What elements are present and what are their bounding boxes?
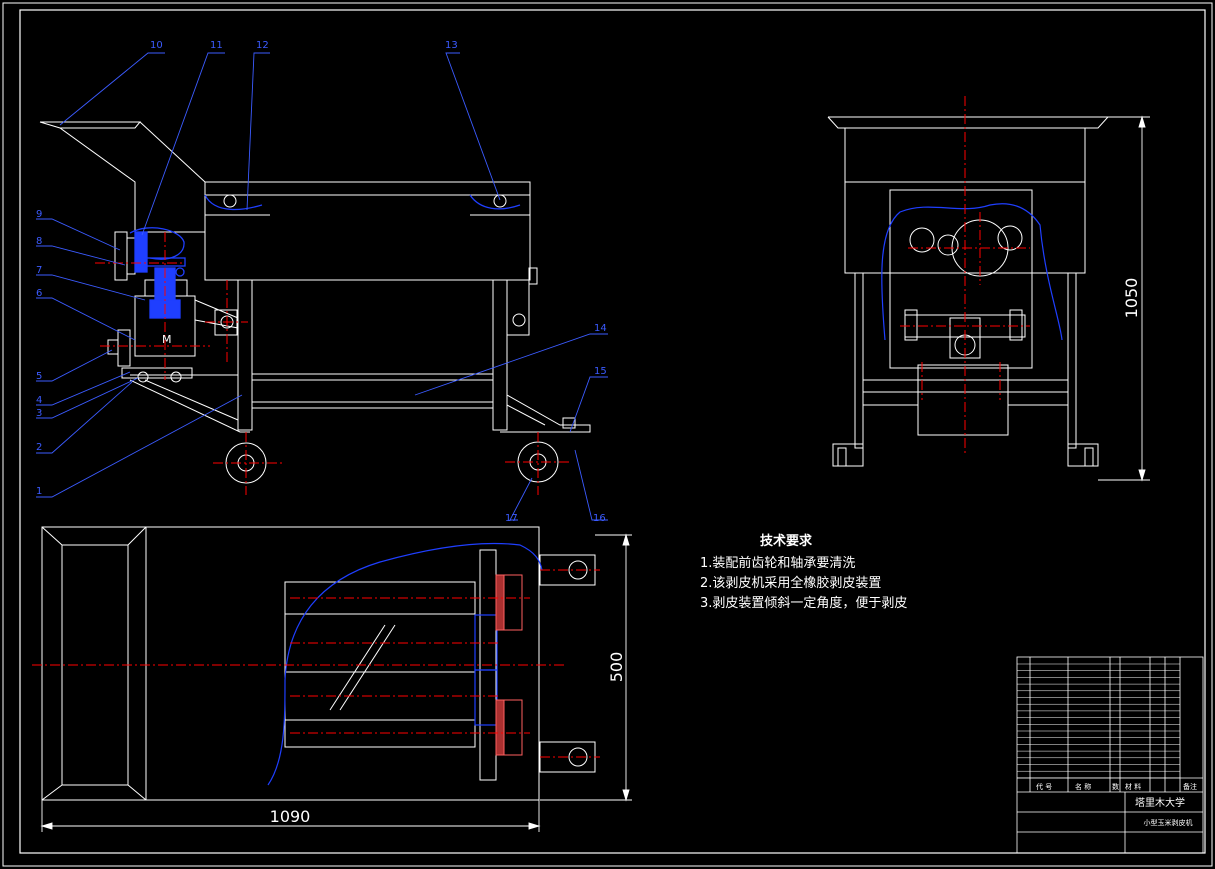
- callout-4: 4: [36, 395, 42, 406]
- title-block-school: 塔里木大学: [1135, 796, 1185, 809]
- dim-1050: [1095, 115, 1150, 482]
- title-block-header-note: 备注: [1183, 782, 1197, 791]
- technical-requirement-1: 1.装配前齿轮和轴承要清洗: [700, 556, 856, 571]
- callout-1: 1: [36, 486, 42, 497]
- callout-15: 15: [594, 366, 607, 377]
- title-block-drawing-name: 小型玉米剥皮机: [1144, 818, 1193, 827]
- end-view-section: [881, 203, 1063, 341]
- callout-11: 11: [210, 40, 223, 51]
- callout-9: 9: [36, 209, 42, 220]
- top-view-centerlines: [32, 569, 600, 758]
- callout-10: 10: [150, 40, 163, 51]
- dim-500: [540, 533, 632, 802]
- callout-16: 16: [593, 513, 606, 524]
- side-view: [39, 121, 591, 484]
- callout-7: 7: [36, 265, 42, 276]
- title-block-header-material: 材 料: [1125, 782, 1141, 791]
- top-view: [41, 526, 596, 801]
- callout-6: 6: [36, 288, 42, 299]
- technical-requirements: 技术要求 1.装配前齿轮和轴承要清洗 2.该剥皮机采用全橡胶剥皮装置 3.剥皮装…: [700, 532, 907, 614]
- callout-12: 12: [256, 40, 269, 51]
- motor-label: M: [162, 333, 172, 346]
- end-view: [827, 116, 1110, 467]
- callout-3: 3: [36, 408, 42, 419]
- top-view-hatch: [495, 574, 523, 756]
- callout-8: 8: [36, 236, 42, 247]
- callout-leaders: [36, 52, 608, 521]
- side-view-centerlines: [95, 232, 572, 495]
- title-block-header-qty: 数: [1112, 782, 1119, 791]
- callout-17: 17: [505, 513, 518, 524]
- technical-requirements-title: 技术要求: [760, 534, 813, 549]
- end-view-centerlines: [900, 96, 1030, 455]
- callout-13: 13: [445, 40, 458, 51]
- callout-numbers: 1 2 3 4 5 6 7 8 9 10 11 12 13 14 15 16 1…: [36, 40, 607, 524]
- title-block-header-code: 代 号: [1036, 782, 1052, 791]
- dim-500-label: 500: [607, 652, 626, 683]
- callout-14: 14: [594, 323, 607, 334]
- callout-2: 2: [36, 442, 42, 453]
- dim-1090-label: 1090: [270, 807, 311, 826]
- callout-5: 5: [36, 371, 42, 382]
- dim-1090: [40, 800, 541, 832]
- dim-1050-label: 1050: [1122, 278, 1141, 319]
- technical-requirement-3: 3.剥皮装置倾斜一定角度，便于剥皮: [700, 596, 908, 611]
- technical-requirement-2: 2.该剥皮机采用全橡胶剥皮装置: [700, 576, 882, 591]
- title-block-header-name: 名 称: [1075, 782, 1091, 791]
- side-view-section: [129, 194, 521, 319]
- inner-frame: [19, 9, 1206, 854]
- title-block-rows: [1017, 663, 1180, 779]
